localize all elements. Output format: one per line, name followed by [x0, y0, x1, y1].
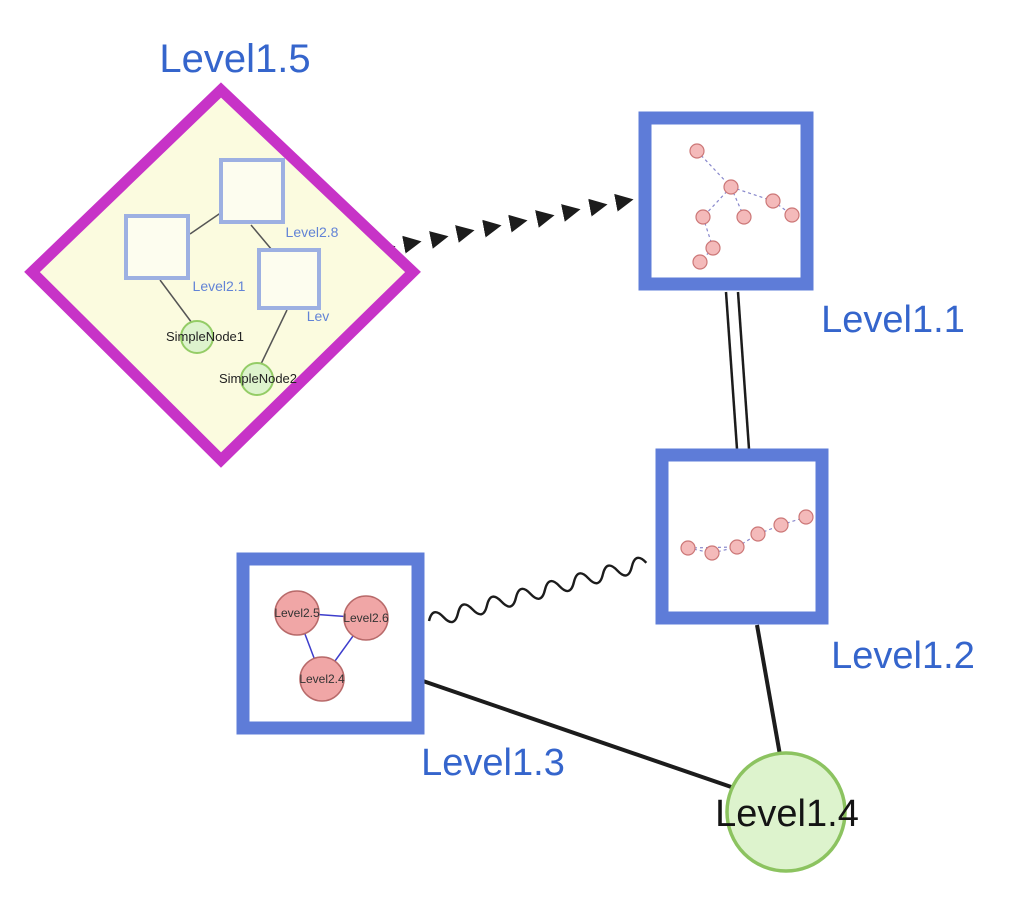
label-level21: Level2.1 — [193, 278, 246, 294]
group-node-level15: Level2.8 Level2.1 Lev SimpleNode1 Simple… — [24, 82, 421, 468]
node-level25-circle[interactable] — [274, 590, 320, 636]
mini-node[interactable] — [784, 207, 800, 223]
group-node-level12 — [655, 448, 829, 625]
node-level12-rect[interactable] — [655, 448, 829, 625]
edge-level13-level14[interactable] — [422, 679, 741, 792]
label-level26: Level2.6 — [343, 611, 389, 625]
edge-lev-simplenode2[interactable] — [260, 309, 288, 365]
node-level26-circle[interactable] — [343, 595, 389, 641]
mini-node[interactable] — [729, 539, 745, 555]
mini-node[interactable] — [689, 143, 705, 159]
mini-node[interactable] — [765, 193, 781, 209]
mini-node[interactable] — [705, 240, 721, 256]
mini-node[interactable] — [723, 179, 739, 195]
mini-node[interactable] — [704, 545, 720, 561]
mini-node[interactable] — [798, 509, 814, 525]
label-lev: Lev — [307, 308, 330, 324]
label-simplenode1: SimpleNode1 — [166, 329, 244, 344]
node-level14-circle[interactable] — [725, 751, 847, 873]
node-simplenode2-circle[interactable] — [240, 362, 274, 396]
double-line-right — [736, 291, 751, 450]
edge-level13-level12-wavy[interactable] — [427, 556, 648, 628]
node-level15-diamond[interactable] — [24, 82, 421, 468]
node-simplenode1-circle[interactable] — [180, 320, 214, 354]
edge-level21-simplenode1[interactable] — [159, 279, 193, 324]
mini-node[interactable] — [773, 517, 789, 533]
edge-level21-level28[interactable] — [189, 211, 223, 235]
mini-node[interactable] — [736, 209, 752, 225]
double-line-left — [724, 291, 739, 450]
label-level24: Level2.4 — [299, 672, 345, 686]
edge-level11-level12-double-line[interactable] — [724, 291, 751, 450]
label-level25: Level2.5 — [274, 606, 320, 620]
level12-mini-nodes[interactable] — [680, 509, 814, 561]
mini-node[interactable] — [695, 209, 711, 225]
edge-level15-level11-dashed-arrow[interactable] — [376, 193, 634, 259]
label-simplenode2: SimpleNode2 — [219, 371, 297, 386]
edge-level12-level14[interactable] — [755, 624, 782, 756]
node-level11-rect[interactable] — [638, 111, 814, 291]
mini-node[interactable] — [692, 254, 708, 270]
node-level21-square[interactable] — [124, 214, 190, 280]
group-node-level13: Level2.5 Level2.6 Level2.4 — [236, 552, 425, 735]
node-level13-rect[interactable] — [236, 552, 425, 735]
label-level12: Level1.2 — [831, 635, 975, 677]
node-level28-square[interactable] — [219, 158, 285, 224]
label-level11: Level1.1 — [821, 299, 965, 341]
label-level15: Level1.5 — [159, 37, 310, 81]
node-lev-square[interactable] — [257, 248, 321, 310]
mini-node[interactable] — [750, 526, 766, 542]
label-level28: Level2.8 — [286, 224, 339, 240]
group-node-level11 — [638, 111, 814, 291]
mini-node[interactable] — [680, 540, 696, 556]
label-level13: Level1.3 — [421, 742, 565, 784]
node-level24-circle[interactable] — [299, 656, 345, 702]
edge-level28-lev[interactable] — [250, 224, 273, 251]
level11-mini-nodes[interactable] — [689, 143, 800, 270]
label-level14: Level1.4 — [715, 793, 859, 835]
